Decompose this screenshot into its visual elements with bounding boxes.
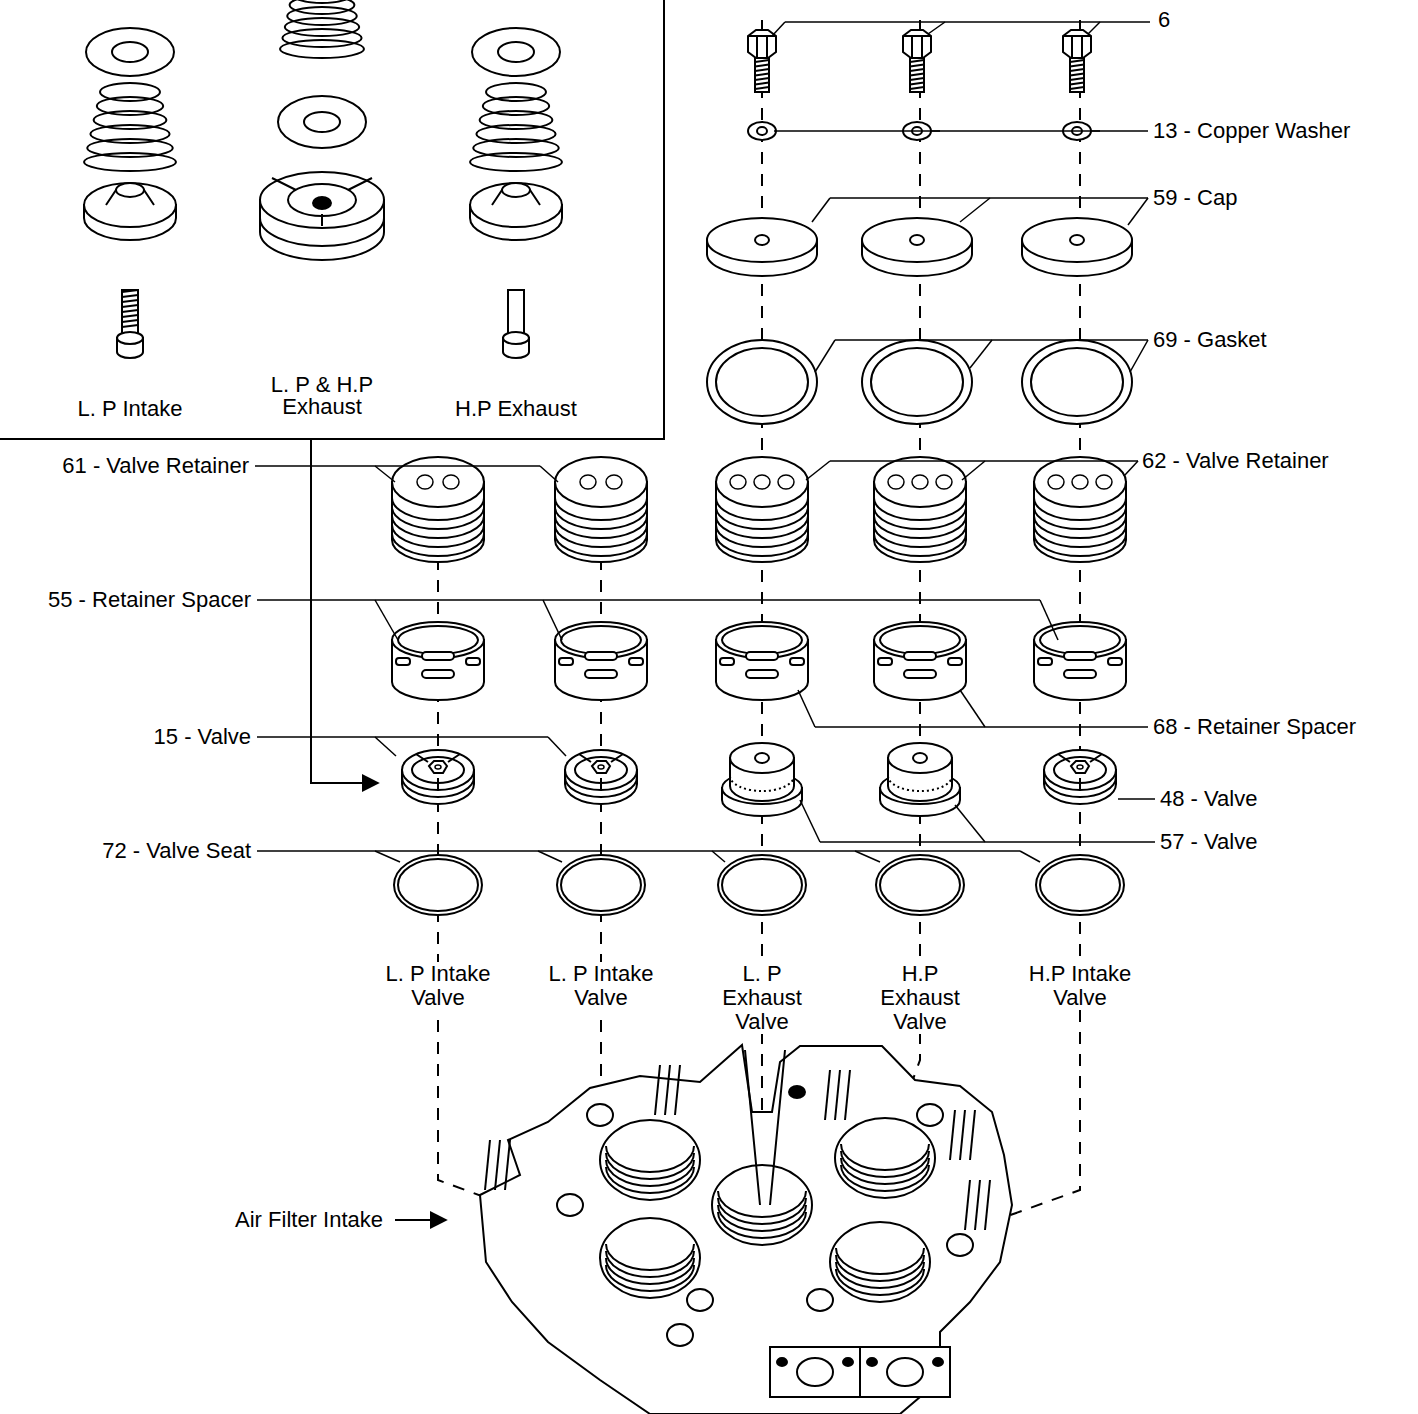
valve-position-label: H.P Exhaust Valve: [862, 962, 978, 1034]
valve-position-label: L. P Exhaust Valve: [704, 962, 820, 1034]
leader-line: [255, 22, 1155, 1220]
cylinder-head: [480, 1045, 1012, 1414]
part-label: 48 - Valve: [1160, 787, 1257, 811]
part-label: 55 - Retainer Spacer: [48, 588, 251, 612]
part-label: 68 - Retainer Spacer: [1153, 715, 1356, 739]
parts: [84, 0, 1132, 1414]
inset-caption: H.P Exhaust: [436, 398, 596, 420]
part-label: 57 - Valve: [1160, 830, 1257, 854]
part-label: 13 - Copper Washer: [1153, 119, 1350, 143]
valve-position-label: L. P Intake Valve: [380, 962, 496, 1010]
inset-box: L. P Intake L. P & H.P ExhaustH.P Exhaust: [0, 0, 665, 440]
valve-position-label: H.P Intake Valve: [1022, 962, 1138, 1010]
inset-caption: L. P Intake: [55, 398, 205, 420]
part-label: 61 - Valve Retainer: [62, 454, 249, 478]
part-label: 62 - Valve Retainer: [1142, 449, 1329, 473]
valve-position-label: L. P Intake Valve: [543, 962, 659, 1010]
center-line: [311, 20, 1080, 1262]
callout-number: 6: [1158, 8, 1170, 32]
part-label: 69 - Gasket: [1153, 328, 1267, 352]
port-label: Air Filter Intake: [235, 1208, 383, 1232]
part-label: 59 - Cap: [1153, 186, 1237, 210]
inset-caption: L. P & H.P Exhaust: [247, 374, 397, 418]
part-label: 72 - Valve Seat: [102, 839, 251, 863]
part-label: 15 - Valve: [154, 725, 251, 749]
